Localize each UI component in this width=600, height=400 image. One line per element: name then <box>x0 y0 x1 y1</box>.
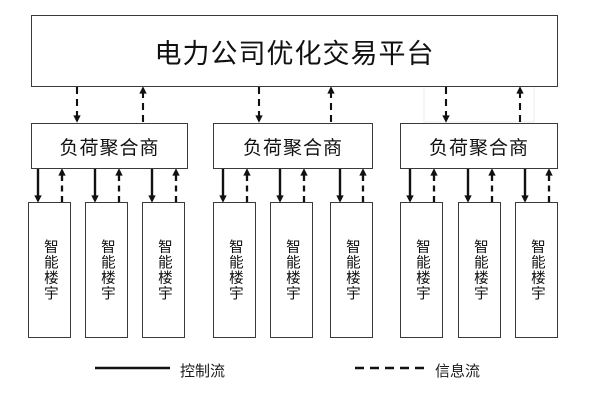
building-box-6: 智能楼宇 <box>330 202 373 338</box>
building-label-7: 智能楼宇 <box>413 239 430 301</box>
aggregator-box-1: 负荷聚合商 <box>31 123 188 169</box>
building-box-8: 智能楼宇 <box>458 202 501 338</box>
ghost-artifact-rect <box>423 85 535 123</box>
building-label-6: 智能楼宇 <box>343 239 360 301</box>
legend-information-flow-label: 信息流 <box>435 362 481 380</box>
flow-aggregators-to-platform <box>139 86 524 122</box>
building-label-2: 智能楼宇 <box>98 239 115 301</box>
building-box-5: 智能楼宇 <box>270 202 313 338</box>
building-box-2: 智能楼宇 <box>85 202 128 338</box>
building-box-3: 智能楼宇 <box>142 202 185 338</box>
platform-box: 电力公司优化交易平台 <box>31 15 558 87</box>
flow-buildings-to-aggregators <box>58 168 553 202</box>
aggregator-label-1: 负荷聚合商 <box>59 137 160 159</box>
aggregator-label-2: 负荷聚合商 <box>242 137 343 159</box>
building-box-7: 智能楼宇 <box>400 202 443 338</box>
legend-control-flow-label: 控制流 <box>180 362 226 380</box>
flow-platform-to-aggregators <box>73 87 450 123</box>
building-label-4: 智能楼宇 <box>226 239 243 301</box>
flow-aggregators-to-buildings <box>34 169 529 203</box>
building-label-1: 智能楼宇 <box>41 239 58 301</box>
building-box-4: 智能楼宇 <box>213 202 256 338</box>
aggregator-box-3: 负荷聚合商 <box>400 123 558 169</box>
building-box-1: 智能楼宇 <box>28 202 71 338</box>
building-label-8: 智能楼宇 <box>471 239 488 301</box>
building-box-9: 智能楼宇 <box>515 202 558 338</box>
aggregator-label-3: 负荷聚合商 <box>428 137 529 159</box>
aggregator-box-2: 负荷聚合商 <box>213 123 373 169</box>
platform-label: 电力公司优化交易平台 <box>154 38 435 69</box>
building-label-3: 智能楼宇 <box>155 239 172 301</box>
building-label-9: 智能楼宇 <box>528 239 545 301</box>
building-label-5: 智能楼宇 <box>283 239 300 301</box>
